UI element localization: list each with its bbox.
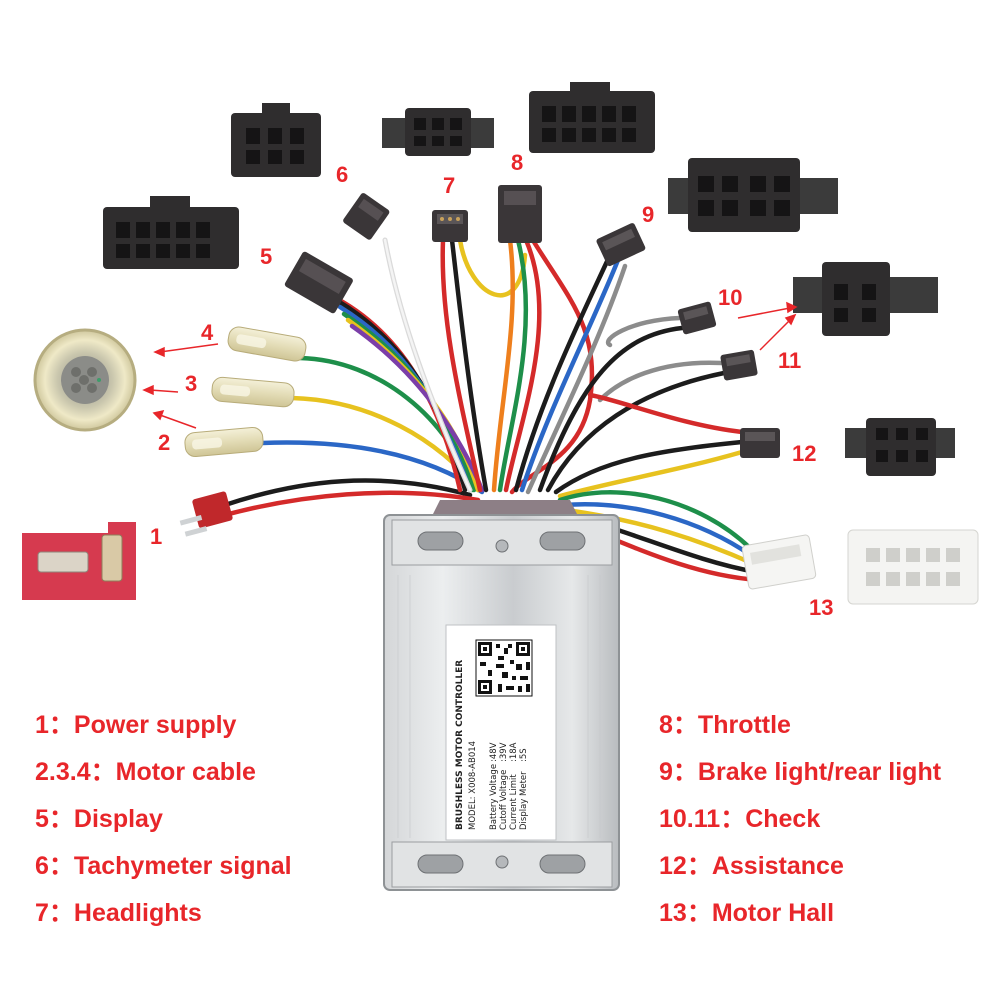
legend-separator: ： — [48, 852, 74, 880]
legend-separator: ： — [48, 805, 74, 833]
spec-value: :48V — [489, 742, 499, 762]
legend-item: 13：Motor Hall — [659, 899, 834, 927]
mating-connector-brake — [668, 158, 838, 232]
legend-text: Brake light/rear light — [697, 758, 942, 786]
mating-connector-assistance — [845, 418, 955, 476]
connector-12-assistance — [740, 428, 780, 458]
label-7: 7 — [443, 173, 455, 198]
legend-separator: ： — [720, 805, 746, 833]
legend-item: 8：Throttle — [659, 711, 791, 739]
label-4: 4 — [201, 320, 214, 345]
mating-connector-hall — [847, 529, 979, 605]
motor-bullet-plug — [33, 328, 137, 432]
legend-key: 13 — [659, 899, 687, 927]
legend-item: 12：Assistance — [659, 852, 844, 880]
label-2: 2 — [158, 430, 170, 455]
power-plug-photo — [22, 522, 136, 600]
pointer-arrows — [142, 301, 798, 429]
mating-connector-check — [793, 262, 938, 336]
legend-key: 6 — [35, 852, 49, 880]
controller-title: BRUSHLESS MOTOR CONTROLLER — [455, 660, 465, 830]
label-5: 5 — [260, 244, 272, 269]
spec-name: Current Limit — [509, 774, 519, 830]
legend-text: Motor cable — [115, 758, 256, 786]
legend-key: 1 — [35, 711, 49, 739]
mating-connector-throttle — [529, 82, 655, 153]
legend-separator: ： — [48, 899, 74, 927]
connector-6-tachymeter — [343, 193, 390, 240]
connector-11-check — [720, 349, 758, 381]
legend-key: 8 — [659, 711, 673, 739]
connector-9-brake — [596, 223, 646, 267]
legend-key: 9 — [659, 758, 673, 786]
legend-separator: ： — [90, 758, 116, 786]
label-9: 9 — [642, 202, 654, 227]
connector-13-hall — [741, 534, 817, 590]
legend-item: 7：Headlights — [35, 899, 202, 927]
connector-1-plug — [179, 491, 233, 537]
legend-text: Tachymeter signal — [73, 852, 292, 880]
controller-model: MODEL: X008-AB014 — [468, 741, 478, 830]
qr-code — [475, 639, 533, 697]
label-12: 12 — [792, 441, 816, 466]
legend-item: 1：Power supply — [35, 711, 236, 739]
mating-connector-headlights — [382, 108, 494, 156]
wire-harness — [222, 237, 761, 583]
legend-text: Check — [745, 805, 821, 833]
legend-key: 2.3.4 — [35, 758, 91, 786]
connector-10-check — [677, 301, 717, 335]
label-3: 3 — [185, 371, 197, 396]
spec-name: Display Meter — [519, 771, 529, 830]
mating-connector-display — [103, 196, 239, 269]
legend-text: Headlights — [73, 899, 202, 927]
spec-value: :5S — [519, 748, 529, 762]
legend-separator: ： — [686, 899, 712, 927]
connector-8-throttle — [498, 185, 542, 243]
label-6: 6 — [336, 162, 348, 187]
legend-item: 5：Display — [35, 805, 163, 833]
legend-key: 12 — [659, 852, 687, 880]
label-10: 10 — [718, 285, 742, 310]
legend-item: 2.3.4：Motor cable — [35, 758, 256, 786]
label-11: 11 — [778, 348, 801, 373]
legend-item: 9：Brake light/rear light — [659, 758, 941, 786]
connector-4-terminal — [227, 326, 307, 362]
legend-key: 10.11 — [659, 805, 721, 833]
legend-key: 7 — [35, 899, 49, 927]
label-8: 8 — [511, 150, 523, 175]
legend-item: 10.11：Check — [659, 805, 820, 833]
legend-item: 6：Tachymeter signal — [35, 852, 292, 880]
legend-separator: ： — [48, 711, 74, 739]
legend-key: 5 — [35, 805, 49, 833]
mating-connector-tachymeter — [231, 103, 321, 177]
spec-name: Battery Voltage — [489, 764, 499, 830]
connector-3-terminal — [211, 376, 295, 408]
label-1: 1 — [150, 524, 162, 549]
legend-text: Throttle — [697, 711, 791, 739]
legend-separator: ： — [672, 711, 698, 739]
connector-2-terminal — [184, 426, 264, 458]
motor-controller-box: BRUSHLESS MOTOR CONTROLLER MODEL: X008-A… — [383, 500, 620, 891]
label-13: 13 — [809, 595, 833, 620]
spec-value: :18A — [509, 742, 519, 762]
legend-separator: ： — [672, 758, 698, 786]
legend-separator: ： — [686, 852, 712, 880]
legend-text: Assistance — [711, 852, 844, 880]
legend-text: Motor Hall — [711, 899, 835, 927]
connector-5-display — [284, 251, 353, 314]
legend-text: Display — [73, 805, 163, 833]
connector-7-headlights — [432, 210, 468, 242]
legend-text: Power supply — [73, 711, 237, 739]
spec-name: Cutoff Voltage — [499, 770, 509, 830]
spec-value: :39V — [499, 742, 509, 762]
